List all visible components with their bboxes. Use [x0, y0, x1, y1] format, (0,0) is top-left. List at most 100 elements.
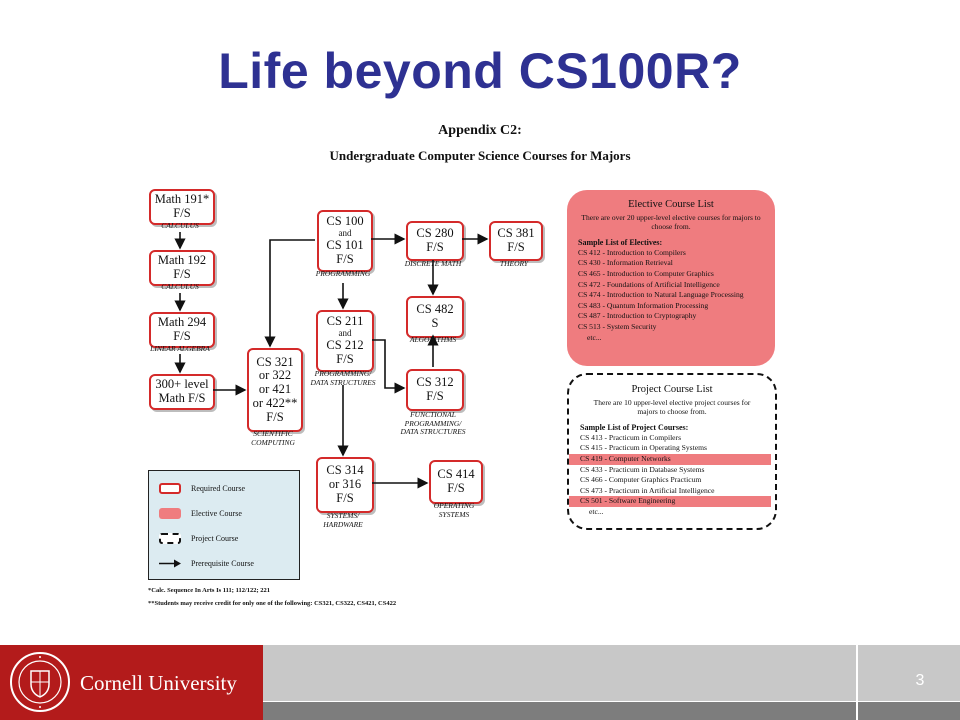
caption-line: OPERATING — [433, 501, 475, 510]
course-line: Math 191* — [154, 192, 210, 207]
elective-item: CS 430 - Information Retrieval — [578, 258, 673, 268]
caption-cs482: ALGORITHMS — [410, 335, 456, 345]
cornell-seal-icon — [10, 652, 70, 712]
course-line: CS 321 — [256, 354, 294, 369]
course-line: F/S — [447, 481, 465, 495]
legend-prerequisite: Prerequisite Course — [159, 558, 254, 569]
project-item: CS 433 - Practicum in Database Systems — [580, 464, 705, 474]
project-item: CS 466 - Computer Graphics Practicum — [580, 475, 702, 485]
caption-cs100: PROGRAMMING — [315, 269, 371, 279]
caption-line: DATA STRUCTURES — [400, 427, 466, 437]
project-intro: There are 10 upper-level elective projec… — [593, 398, 751, 417]
course-line: or 316 — [328, 477, 362, 492]
elective-swatch — [159, 508, 181, 519]
elective-heading: Elective Course List — [628, 199, 714, 210]
caption-line: DATA STRUCTURES — [310, 377, 376, 387]
caption-line: THEORY — [499, 259, 529, 268]
caption-line: PROGRAMMING — [315, 269, 371, 278]
caption-line: LINEAR ALGEBRA — [150, 344, 210, 353]
appendix-title: Appendix C2: — [438, 123, 522, 138]
course-line: 300+ level — [155, 377, 209, 392]
project-item: CS 415 - Practicum in Operating Systems — [580, 443, 707, 453]
course-line: F/S — [266, 409, 284, 424]
course-line: F/S — [336, 251, 354, 266]
course-line: CS 381 — [497, 226, 535, 241]
course-line: CS 312 — [416, 375, 454, 390]
legend-required: Required Course — [159, 483, 245, 494]
legend-project-label: Project Course — [191, 534, 239, 543]
course-line: F/S — [426, 389, 444, 403]
legend-prerequisite-label: Prerequisite Course — [191, 559, 254, 568]
caption-line: SYSTEMS — [438, 509, 470, 519]
course-line: and — [338, 228, 352, 239]
course-line: Math 294 — [157, 315, 207, 330]
caption-math294: LINEAR ALGEBRA — [150, 344, 210, 354]
project-heading: Project Course List — [631, 384, 713, 395]
project-etc: etc... — [589, 506, 604, 516]
caption-cs280: DISCRETE MATH — [405, 259, 462, 269]
footnote-calc: *Calc. Sequence In Arts Is 111; 112/122;… — [148, 587, 271, 594]
course-line: CS 101 — [326, 238, 364, 253]
course-line: CS 212 — [326, 338, 364, 353]
footer-dark-strip — [263, 702, 960, 720]
elective-item: CS 483 - Quantum Information Processing — [578, 300, 709, 310]
footer-gray — [263, 645, 856, 701]
brand-name: Cornell University — [80, 671, 237, 695]
caption-line: CALCULUS — [161, 282, 199, 291]
project-item: CS 501 - Software Engineering — [569, 496, 771, 507]
course-line: CS 211 — [326, 314, 364, 329]
elective-sample-heading: Sample List of Electives: — [578, 237, 663, 247]
course-line: S — [431, 316, 439, 330]
caption-math191: CALCULUS — [161, 221, 199, 231]
footer-divider — [856, 645, 858, 720]
course-line: CS 482 — [416, 302, 454, 317]
elective-item: CS 513 - System Security — [578, 321, 657, 331]
legend-elective: Elective Course — [159, 508, 242, 519]
page-number: 3 — [915, 672, 925, 689]
slide-title: Life beyond CS100R? — [218, 43, 742, 99]
elective-item: CS 474 - Introduction to Natural Languag… — [578, 290, 744, 300]
elective-item: CS 412 - Introduction to Compilers — [578, 247, 686, 257]
course-line: F/S — [173, 329, 191, 343]
course-line: F/S — [336, 490, 354, 505]
appendix-subtitle: Undergraduate Computer Science Courses f… — [329, 148, 631, 163]
course-line: F/S — [426, 240, 444, 254]
legend-elective-label: Elective Course — [191, 509, 242, 518]
arrow-cs211-cs312 — [372, 339, 406, 394]
elective-item: CS 465 - Introduction to Computer Graphi… — [578, 268, 714, 278]
elective-etc: etc... — [587, 332, 602, 342]
caption-cs314: SYSTEMS/HARDWARE — [323, 511, 362, 529]
project-item: CS 419 - Computer Networks — [569, 453, 771, 465]
brand-block: Cornell University — [0, 645, 263, 720]
caption-line: PROGRAMMING/ — [404, 418, 462, 428]
course-line: CS 280 — [416, 226, 454, 241]
course-line: or 322 — [258, 368, 292, 383]
legend-project: Project Course — [159, 533, 238, 544]
course-line: Math 192 — [157, 253, 207, 268]
footer-gray-right — [858, 645, 960, 701]
elective-item: CS 472 - Foundations of Artificial Intel… — [578, 279, 720, 289]
caption-cs211: PROGRAMMING/DATA STRUCTURES — [310, 369, 376, 387]
course-line: Math F/S — [158, 391, 206, 405]
legend-required-label: Required Course — [191, 484, 245, 493]
course-line: F/S — [336, 351, 354, 366]
elective-course-list: Elective Course List There are over 20 u… — [567, 190, 775, 366]
legend: Required Course Elective Course Project … — [148, 470, 300, 580]
project-swatch — [159, 533, 181, 544]
